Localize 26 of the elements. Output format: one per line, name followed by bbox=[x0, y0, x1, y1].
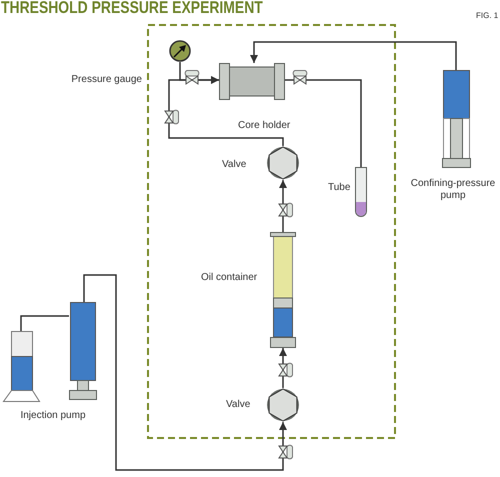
pump-drawing bbox=[442, 70, 471, 168]
valve-symbol bbox=[266, 388, 300, 422]
component-label: Pressure gauge bbox=[70, 74, 142, 86]
component-label: Tube bbox=[328, 182, 352, 194]
component-label: Oil container bbox=[201, 272, 258, 284]
flow-arrow bbox=[279, 180, 287, 232]
pressure-gauge bbox=[169, 40, 191, 62]
oil-container bbox=[270, 232, 296, 348]
flow-arrow bbox=[83, 274, 287, 471]
pipe-line bbox=[285, 79, 362, 167]
component-label: Valve bbox=[222, 159, 248, 171]
flow-arrow bbox=[168, 76, 284, 146]
valve-symbol bbox=[266, 146, 300, 180]
component-label: Valve bbox=[226, 399, 252, 411]
flow-arrow bbox=[279, 348, 287, 388]
flow-arrow bbox=[250, 41, 457, 70]
component-label: Confining-pressure pump bbox=[410, 178, 496, 202]
diagram-title: THRESHOLD PRESSURE EXPERIMENT bbox=[1, 0, 263, 18]
test-tube bbox=[355, 167, 367, 217]
reservoir-beaker bbox=[3, 331, 40, 402]
component-label: Injection pump bbox=[19, 410, 87, 422]
core-holder bbox=[219, 63, 285, 100]
component-label: Core holder bbox=[238, 120, 292, 132]
pump-drawing bbox=[69, 302, 97, 400]
pipe-line bbox=[20, 315, 69, 331]
figure-number: FIG. 1 bbox=[476, 10, 498, 22]
